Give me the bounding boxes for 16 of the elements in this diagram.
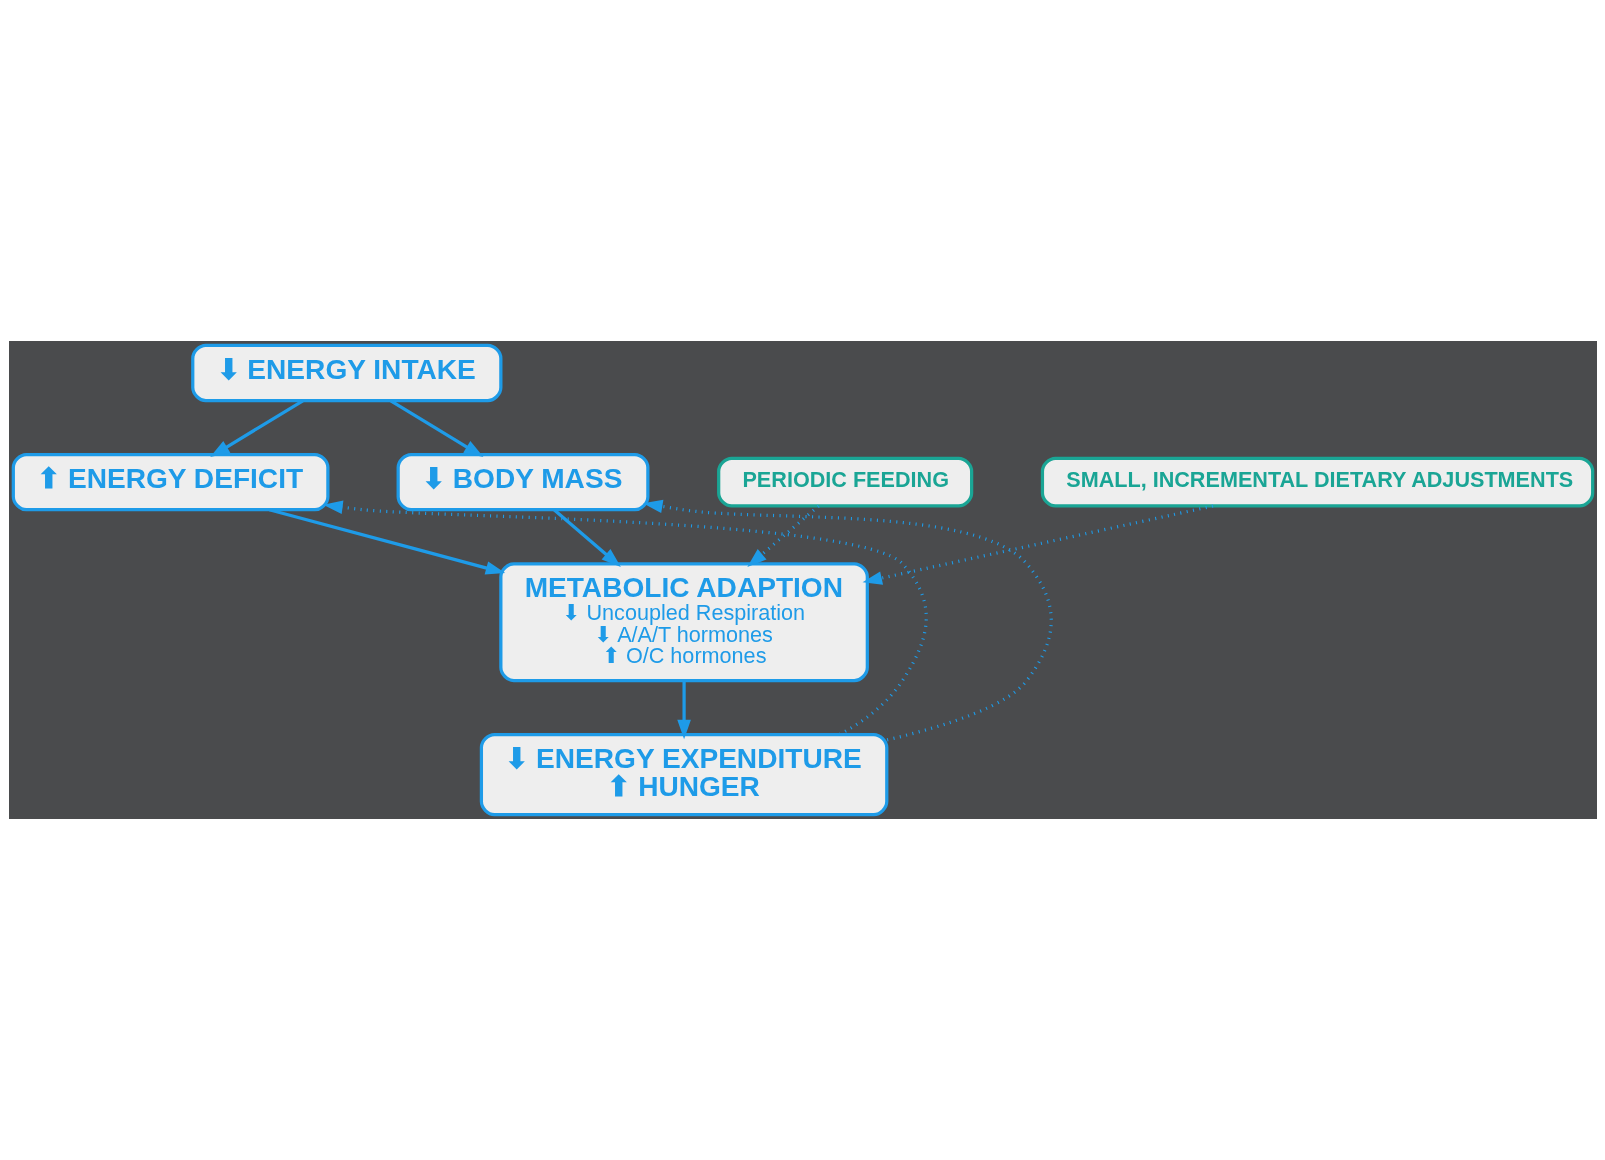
node-box: ⬇ ENERGY INTAKE bbox=[190, 343, 502, 403]
arrow bbox=[322, 500, 928, 736]
node-box: METABOLIC ADAPTION ⬇ Uncoupled Respiration ⬇ A/A/T hormones ⬆ O/C hormones bbox=[498, 562, 869, 683]
arrow bbox=[862, 504, 1213, 585]
arrow bbox=[642, 499, 1053, 742]
arrow bbox=[676, 680, 691, 740]
node-box: ⬇ ENERGY EXPENDITURE ⬆ HUNGER bbox=[479, 732, 888, 817]
node-box: ⬇ BODY MASS bbox=[396, 453, 649, 512]
arrow bbox=[552, 508, 621, 567]
node-box: SMALL, INCREMENTAL DIETARY ADJUSTMENTS bbox=[1040, 456, 1594, 508]
node-box: PERIODIC FEEDING bbox=[716, 456, 973, 508]
arrow bbox=[746, 504, 820, 567]
node-box: ⬆ ENERGY DEFICIT bbox=[11, 453, 329, 512]
arrow bbox=[389, 399, 483, 458]
arrow bbox=[268, 508, 505, 575]
arrow bbox=[209, 399, 304, 458]
